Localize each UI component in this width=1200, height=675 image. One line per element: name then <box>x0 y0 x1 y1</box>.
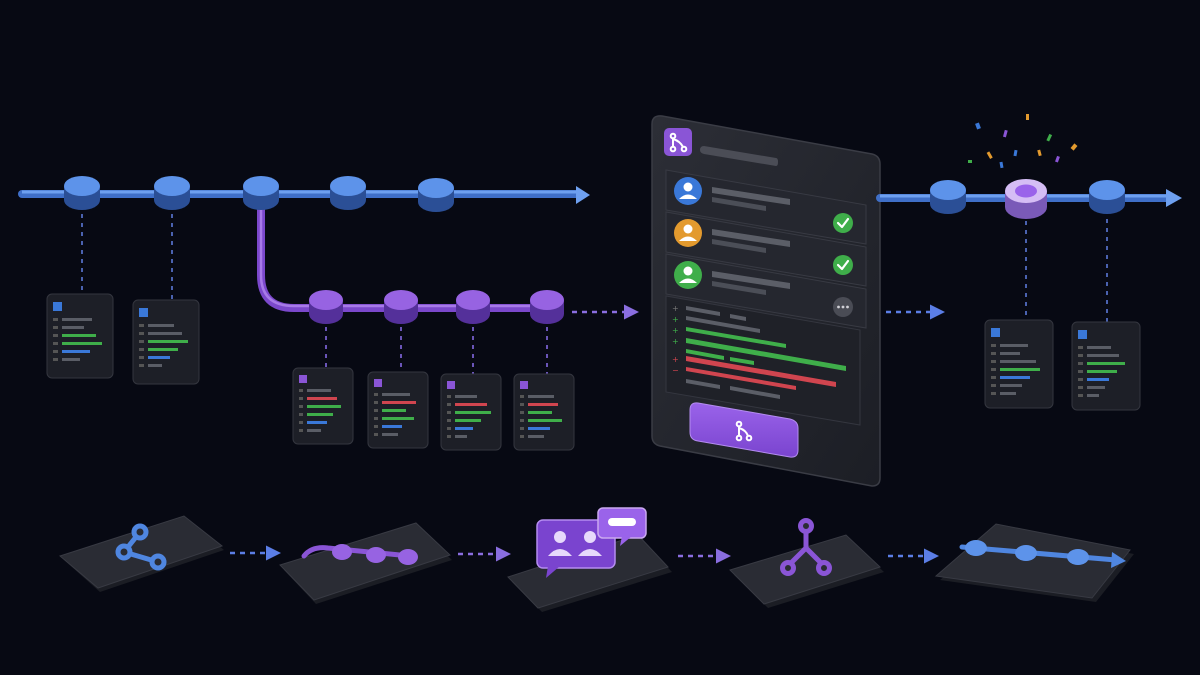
merge-icon <box>735 420 753 442</box>
commit-card <box>367 371 429 449</box>
merge-icon <box>780 518 832 576</box>
commit-node <box>64 176 100 210</box>
svg-text:+: + <box>672 337 679 346</box>
svg-text:+: + <box>672 315 679 324</box>
workflow-step-main <box>934 523 1134 602</box>
commit-card <box>292 367 354 445</box>
commit-node <box>384 290 418 324</box>
review-chat-icon <box>536 507 647 578</box>
panel-title-placeholder <box>700 146 778 166</box>
celebration-confetti <box>968 114 1078 169</box>
workflow-step-branch <box>58 515 224 592</box>
ellipsis-icon <box>833 297 853 317</box>
main-commit-nodes <box>64 176 454 212</box>
workflow-step-review <box>507 507 672 612</box>
main-branch-arrowhead <box>576 186 590 204</box>
reviewer-row <box>665 169 867 245</box>
commit-chain-icon <box>301 544 418 565</box>
merge-commit-node <box>1005 179 1047 219</box>
commit-card-connectors-feature <box>325 318 548 376</box>
panel-header <box>664 128 778 166</box>
commit-node <box>456 290 490 324</box>
workflow-steps <box>58 507 1134 612</box>
main-branch-icon <box>959 540 1126 568</box>
commit-node <box>930 180 966 214</box>
svg-text:+: + <box>672 326 679 335</box>
commit-node <box>309 290 343 324</box>
diff-view: + + + + + − <box>665 295 861 426</box>
merge-button[interactable] <box>689 402 799 458</box>
main-branch-line-left <box>18 186 590 204</box>
feature-branch-line <box>257 190 564 312</box>
main-branch-arrowhead <box>1166 189 1182 207</box>
commit-card <box>132 299 200 385</box>
svg-text:+: + <box>672 355 679 364</box>
commit-node <box>330 176 366 210</box>
commit-node <box>154 176 190 210</box>
merge-icon <box>669 132 688 153</box>
commit-node <box>243 176 279 210</box>
commit-card <box>984 319 1054 409</box>
commit-card <box>440 373 502 451</box>
commit-card-connectors-main <box>81 205 173 302</box>
check-icon <box>833 255 853 275</box>
commit-card <box>1071 321 1141 411</box>
commit-card-connectors-right <box>1025 210 1108 324</box>
feature-commit-nodes <box>309 290 564 324</box>
reviewer-row <box>665 211 867 287</box>
commit-node <box>1089 180 1125 214</box>
commit-node <box>418 178 454 212</box>
commit-node <box>530 290 564 324</box>
svg-text:+: + <box>672 304 679 313</box>
workflow-step-commit <box>279 522 452 604</box>
workflow-step-merge <box>729 518 884 608</box>
reviewer-row <box>665 253 867 329</box>
branch-icon <box>115 523 167 571</box>
reviewer-list <box>665 169 867 329</box>
check-icon <box>833 213 853 233</box>
commit-card <box>46 293 114 379</box>
commit-card <box>513 373 575 451</box>
svg-text:−: − <box>672 366 679 375</box>
pull-request-panel: + + + + + − <box>651 115 881 487</box>
